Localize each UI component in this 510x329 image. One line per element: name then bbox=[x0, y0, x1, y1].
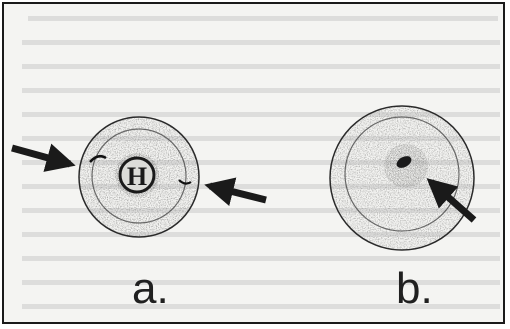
panel-label-b: b. bbox=[396, 267, 433, 311]
figure-frame: H a. b. bbox=[2, 2, 505, 324]
disc-a: H bbox=[79, 117, 199, 237]
emblem-h-icon: H bbox=[127, 162, 147, 191]
disc-b bbox=[330, 106, 474, 250]
panel-label-a: a. bbox=[132, 267, 169, 311]
